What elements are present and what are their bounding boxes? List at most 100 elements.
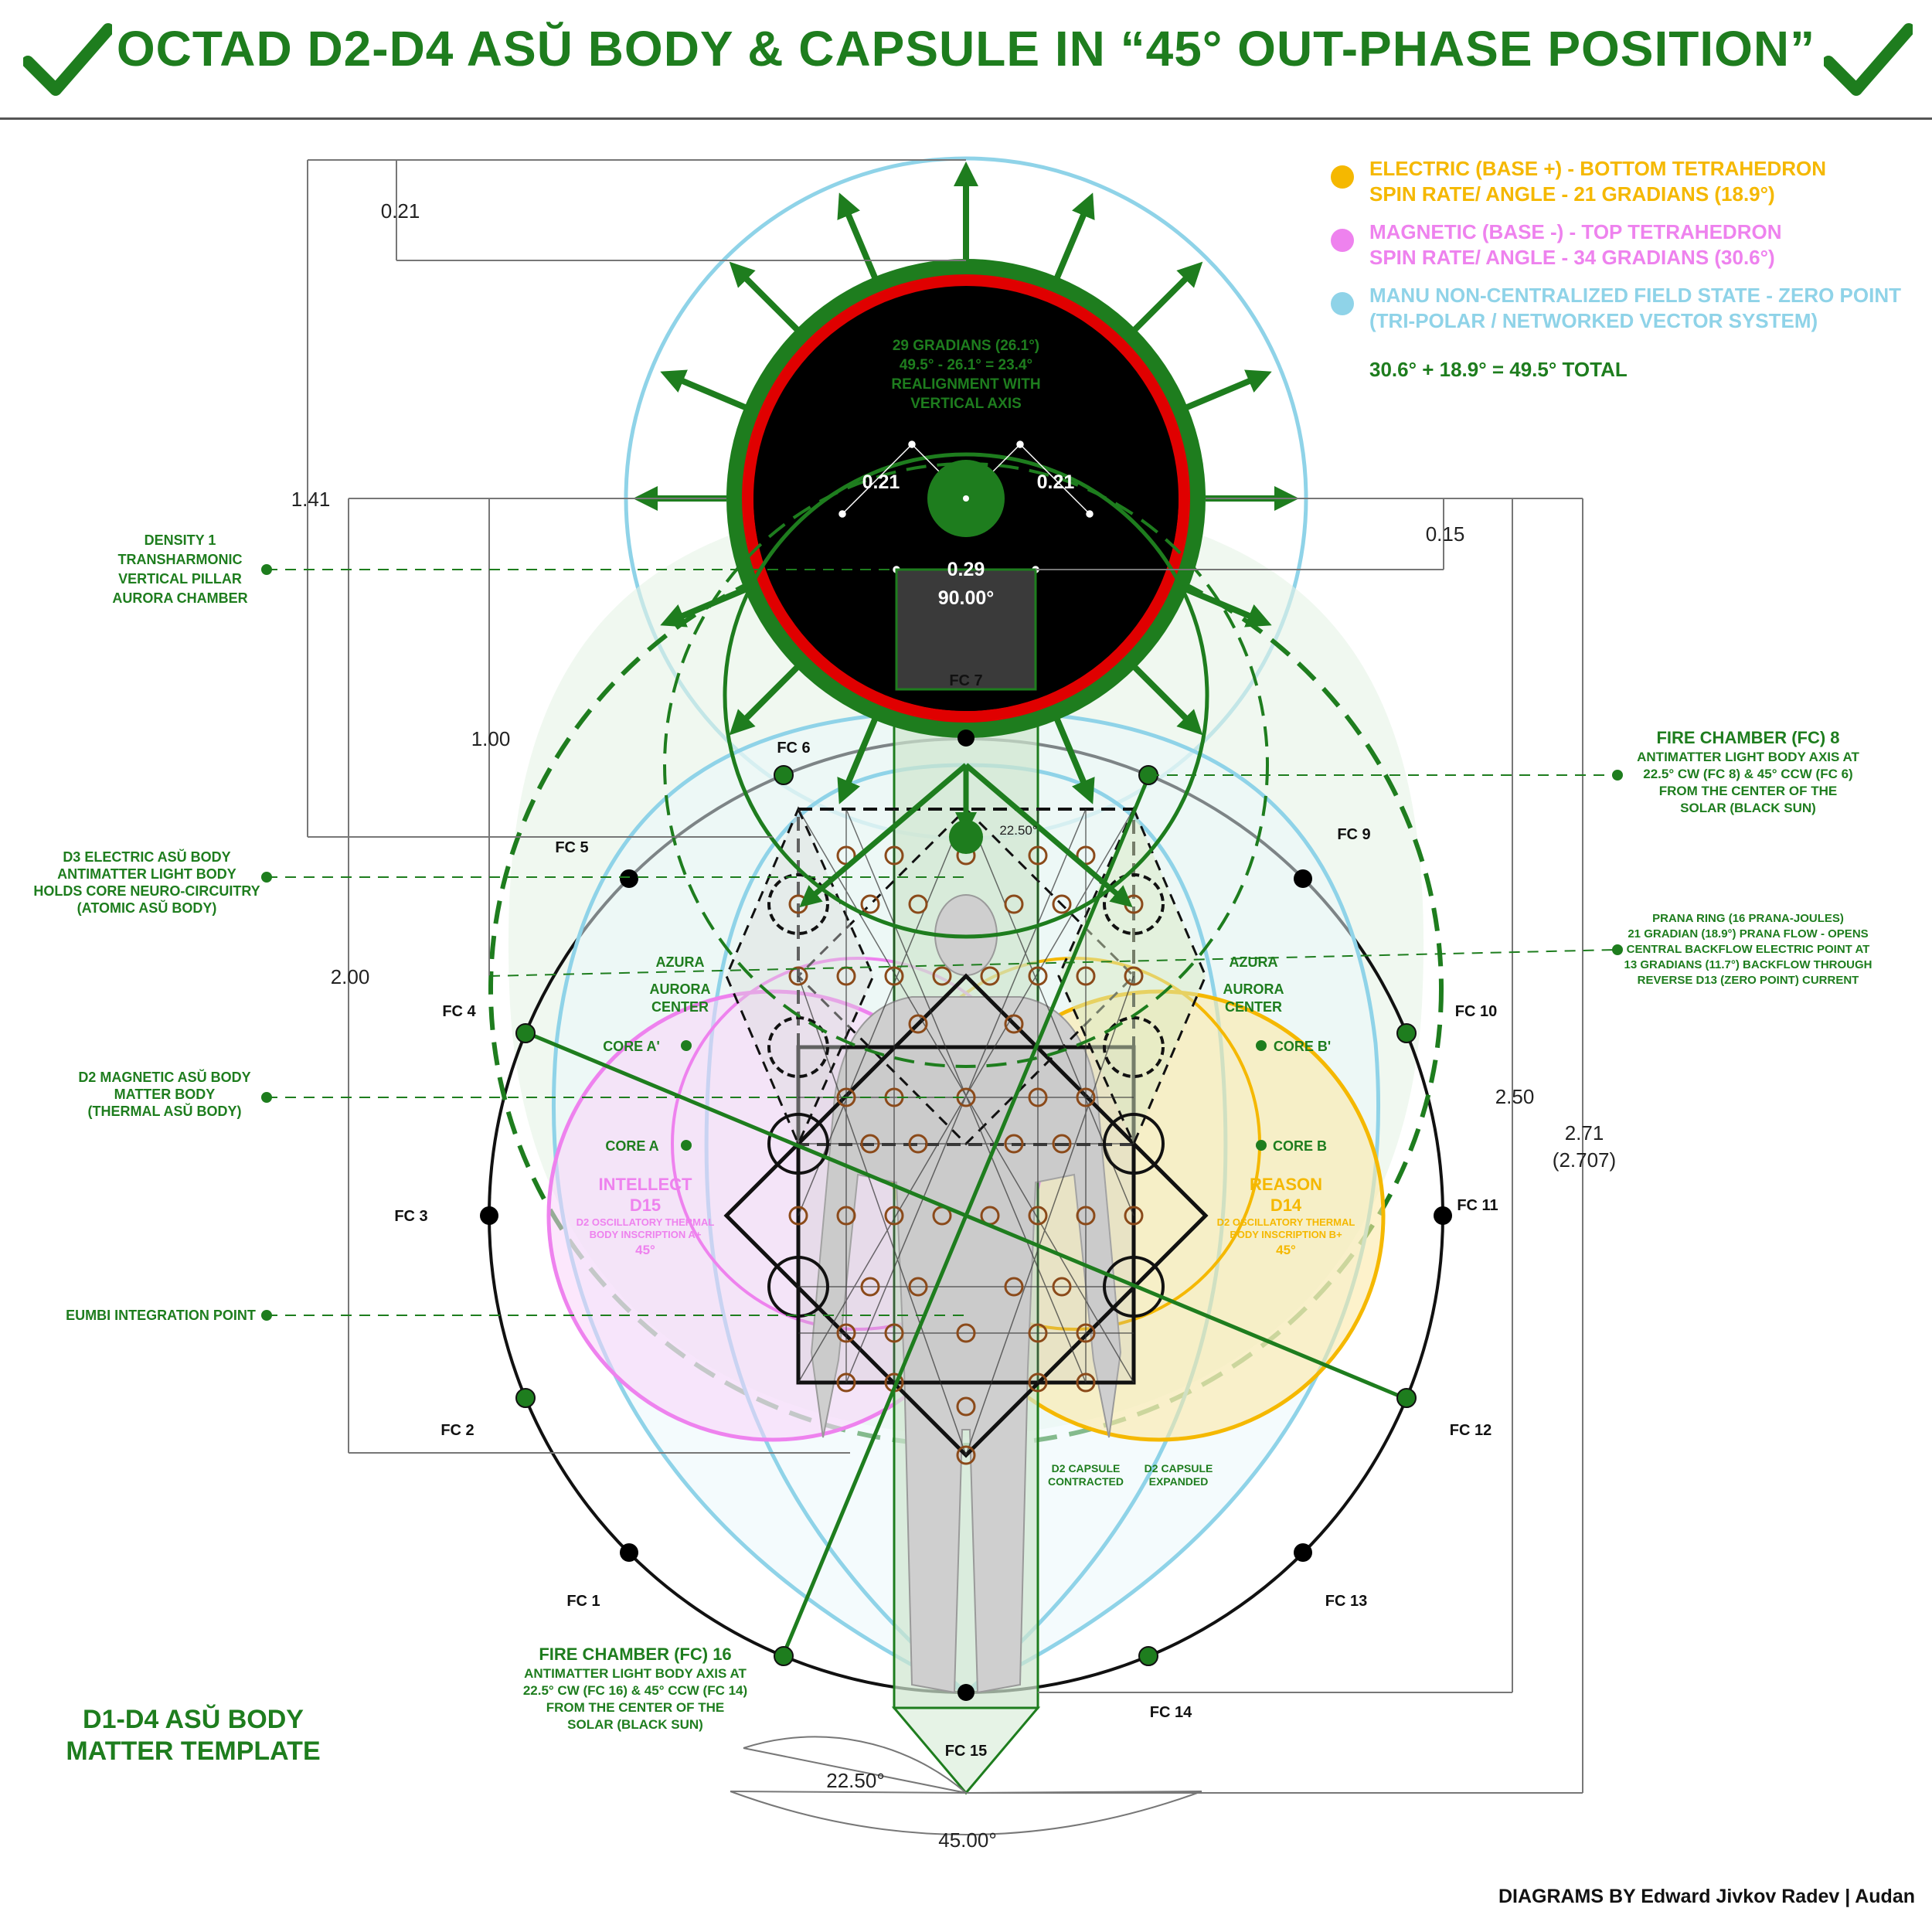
leader-lines [267,569,1616,1316]
deg45-left: 45° [635,1243,655,1257]
sun-text-3: REALIGNMENT WITH [891,376,1040,393]
dim-100: 1.00 [471,727,511,750]
inscription-a-1: D2 OSCILLATORY THERMAL [577,1216,715,1228]
diamond-right [1057,806,1207,1147]
legend-manu: MANU NON-CENTRALIZED FIELD STATE - ZERO … [1369,283,1901,334]
fc8-label-5: SOLAR (BLACK SUN) [1680,801,1816,815]
d3-core-node [949,820,983,854]
core-a-prime: CORE A' [603,1039,660,1054]
fc-nodes-green [515,765,1417,1666]
sun-text-4: VERTICAL AXIS [910,396,1022,412]
legend-electric-line1: ELECTRIC (BASE +) - BOTTOM TETRAHEDRON [1369,157,1827,180]
dim-271: 2.71 [1565,1121,1604,1145]
fc7-label: FC 7 [949,672,982,689]
fc16-label-2: ANTIMATTER LIGHT BODY AXIS AT [524,1666,747,1681]
fc7-node [957,730,975,747]
fc13-label: FC 13 [1325,1593,1367,1610]
d3-green-circle [723,452,1209,939]
sun-dim-029: 0.29 [947,559,985,580]
fc8-label-4: FROM THE CENTER OF THE [1659,784,1837,798]
electric-bullet [1331,165,1354,189]
lower-arrows [799,763,1133,908]
fc8-label-3: 22.5° CW (FC 8) & 45° CCW (FC 6) [1643,767,1852,781]
legend-electric: ELECTRIC (BASE +) - BOTTOM TETRAHEDRON S… [1369,156,1826,207]
angle-45: 45.00° [938,1828,996,1852]
reason-label: REASON [1250,1175,1322,1194]
fc4-label: FC 4 [442,1003,476,1020]
sun-dim-021-right: 0.21 [1037,471,1075,493]
credit: DIAGRAMS BY Edward Jivkov Radev | Audan [1498,1886,1915,1907]
capsule-expanded-2: EXPANDED [1149,1475,1209,1488]
aurora-right: AURORA [1223,981,1284,997]
azura-right: AZURA [1230,954,1278,970]
azura-left: AZURA [656,954,705,970]
template-title-line1: D1-D4 ASŬ BODY [83,1705,304,1734]
core-b: CORE B [1273,1138,1327,1154]
fc9-label: FC 9 [1337,826,1370,843]
fc2-label: FC 2 [440,1422,474,1439]
legend-magnetic-line1: MAGNETIC (BASE -) - TOP TETRAHEDRON [1369,220,1782,243]
prana-label-1: PRANA RING (16 PRANA-JOULES) [1652,912,1844,925]
d3-label-2: ANTIMATTER LIGHT BODY [57,866,236,882]
manu-bullet [1331,292,1354,315]
sun-text-1: 29 GRADIANS (26.1°) [893,338,1039,354]
legend-total: 30.6° + 18.9° = 49.5° TOTAL [1369,358,1628,381]
fc15-label: FC 15 [945,1743,987,1760]
sun-angle-90: 90.00° [938,587,995,609]
prana-label-5: REVERSE D13 (ZERO POINT) CURRENT [1638,974,1859,987]
pillar-in-sun [895,568,1037,691]
d2-label-3: (THERMAL ASŬ BODY) [88,1103,242,1119]
fc6-label: FC 6 [777,740,810,757]
dimension-lines [307,159,1583,1835]
aurora-left: AURORA [650,981,711,997]
fc16-label-4: FROM THE CENTER OF THE [546,1700,724,1715]
pillar-point [891,1706,1041,1795]
checkmark-icon-left [23,23,112,96]
core-b-prime: CORE B' [1274,1039,1331,1054]
dim-200: 2.00 [331,965,370,988]
fc1-label: FC 1 [566,1593,600,1610]
template-title-line2: MATTER TEMPLATE [66,1736,321,1766]
d2-label-1: D2 MAGNETIC ASŬ BODY [78,1069,250,1085]
leader-dots [261,564,1623,1321]
fc16-label-5: SOLAR (BLACK SUN) [567,1717,703,1732]
fc8-label-1: FIRE CHAMBER (FC) 8 [1656,728,1839,747]
fc16-label-3: 22.5° CW (FC 16) & 45° CCW (FC 14) [523,1683,747,1698]
density-label-3: VERTICAL PILLAR [118,571,242,587]
density-label-1: DENSITY 1 [145,532,216,548]
d3-green-dashed [663,462,1269,1068]
dim-141: 1.41 [291,488,331,511]
fc16-label-1: FIRE CHAMBER (FC) 16 [539,1645,731,1664]
page-title: OCTAD D2-D4 ASŬ BODY & CAPSULE IN “45° O… [116,21,1816,77]
center-right: CENTER [1225,999,1282,1015]
eumbi-label: EUMBI INTEGRATION POINT [66,1308,256,1323]
legend-manu-line2: (TRI-POLAR / NETWORKED VECTOR SYSTEM) [1369,309,1818,332]
dim-015: 0.15 [1426,522,1465,546]
core-circles [767,873,1165,1318]
capsule-contracted-2: CONTRACTED [1048,1475,1124,1488]
dim-021-top: 0.21 [381,199,420,223]
d15-label: D15 [630,1196,661,1215]
sun-dim-021-left: 0.21 [862,471,900,493]
fc3-label: FC 3 [394,1208,427,1225]
angle-2250-top: 22.50° [999,823,1037,838]
intellect-label: INTELLECT [599,1175,693,1194]
d3-label-1: D3 ELECTRIC ASŬ BODY [63,849,230,865]
d3-label-3: HOLDS CORE NEURO-CIRCUITRY [33,883,260,899]
legend-magnetic-line2: SPIN RATE/ ANGLE - 34 GRADIANS (30.6°) [1369,246,1775,269]
center-left: CENTER [651,999,709,1015]
density-label-2: TRANSHARMONIC [118,552,243,567]
inscription-b-2: BODY INSCRIPTION B+ [1230,1229,1342,1240]
inscription-b-1: D2 OSCILLATORY THERMAL [1217,1216,1355,1228]
d2-label-2: MATTER BODY [114,1087,216,1102]
legend-magnetic: MAGNETIC (BASE -) - TOP TETRAHEDRON SPIN… [1369,219,1781,270]
checkmark-icon-right [1824,23,1913,96]
sun-center-dot [963,495,969,502]
capsule-contracted-1: D2 CAPSULE [1052,1462,1121,1475]
header: OCTAD D2-D4 ASŬ BODY & CAPSULE IN “45° O… [0,0,1932,120]
core-a: CORE A [605,1138,658,1154]
prana-label-2: 21 GRADIAN (18.9°) PRANA FLOW - OPENS [1628,927,1868,940]
legend-electric-line2: SPIN RATE/ ANGLE - 21 GRADIANS (18.9°) [1369,182,1775,206]
dim-250: 2.50 [1495,1085,1535,1108]
angle-2250-bottom: 22.50° [826,1769,884,1792]
